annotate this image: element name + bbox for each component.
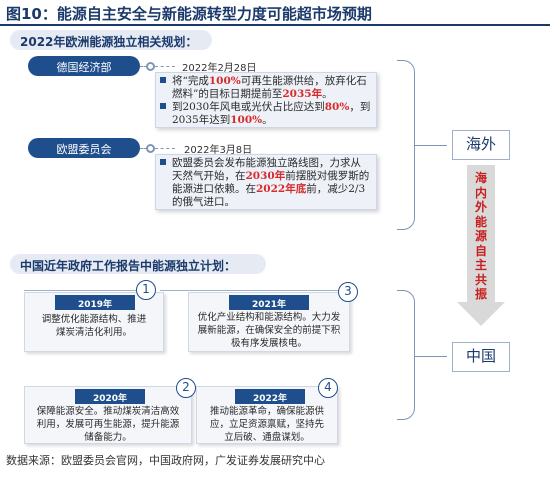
year-label: 2019年 — [55, 295, 135, 310]
section-header-china: 中国近年政府工作报告中能源独立计划： — [10, 254, 266, 274]
step-number-4: 4 — [318, 378, 338, 398]
date-label: 2022年3月8日 — [184, 145, 253, 156]
bracket-tick — [415, 145, 447, 146]
plan-line: 燃料”的目标日期提前至2035年。 — [172, 88, 333, 100]
step-number-2: 2 — [176, 378, 196, 398]
arrow-text: 海内外能源自主共振 — [474, 171, 487, 301]
plan-line: 天然气开始，在2030年前摆脱对俄罗斯的 — [172, 170, 370, 182]
bracket-china — [397, 290, 415, 420]
bullet-marker — [160, 159, 166, 165]
connector-line — [140, 148, 150, 149]
section-header-europe: 2022年欧洲能源独立相关规划： — [10, 30, 212, 50]
bracket-tick — [415, 356, 447, 357]
year-label: 2022年 — [235, 389, 305, 404]
year-label: 2021年 — [229, 295, 309, 310]
plan-line: 欧盟委员会发布能源独立路线图，力求从 — [172, 157, 361, 169]
tag-overseas: 海外 — [452, 130, 510, 160]
bracket-overseas — [397, 60, 415, 230]
connector-line — [155, 66, 175, 67]
plan-card-2022: 2022年 推动能源革命，确保能源供应，立足资源禀赋，坚持先立后破、通盘谋划。 — [196, 386, 338, 444]
timeline-node — [146, 144, 155, 153]
step-number-3: 3 — [338, 282, 358, 302]
plan-box-germany: 将“完成100%可再生能源供给，放弃化石 燃料”的目标日期提前至2035年。 到… — [155, 72, 377, 128]
plan-line: 将“完成100%可再生能源供给，放弃化石 — [172, 75, 367, 87]
bullet-marker — [160, 77, 166, 83]
org-label-eu-commission: 欧盟委员会 — [28, 138, 140, 158]
timeline-line — [160, 290, 340, 291]
year-label: 2020年 — [75, 389, 145, 404]
bullet-marker — [160, 103, 166, 109]
plan-line: 到2030年风电或光伏占比应达到80%，到 — [172, 101, 371, 113]
title-rule — [0, 24, 550, 26]
plan-line: 能源进口依赖。在2022年底前，减少2/3 — [172, 183, 366, 195]
plan-line: 2035年达到100%。 — [172, 114, 273, 126]
plan-card-2020: 2020年 保障能源安全。推动煤炭清洁高效利用，发展可再生能源，提升能源储备能力… — [24, 386, 192, 444]
tag-china: 中国 — [452, 342, 510, 372]
figure-title: 图10：能源自主安全与新能源转型力度可能超市场预期 — [6, 5, 372, 23]
arrow-head — [457, 302, 505, 326]
timeline-node — [146, 62, 155, 71]
card-text: 推动能源革命，确保能源供应，立足资源禀赋，坚持先立后破、通盘谋划。 — [209, 406, 324, 443]
date-label: 2022年2月28日 — [182, 63, 257, 74]
connector-line — [140, 66, 150, 67]
connector-line — [155, 148, 175, 149]
card-text: 优化产业结构和能源结构。大力发展新能源，在确保安全的前提下积极有序发展核电。 — [197, 312, 341, 349]
plan-line: 的俄气进口。 — [172, 196, 235, 208]
plan-card-2021: 2021年 优化产业结构和能源结构。大力发展新能源，在确保安全的前提下积极有序发… — [188, 292, 350, 352]
plan-card-2019: 2019年 调整优化能源结构、推进煤炭清洁化利用。 — [24, 292, 164, 352]
step-number-1: 1 — [136, 280, 156, 300]
plan-box-eu: 欧盟委员会发布能源独立路线图，力求从 天然气开始，在2030年前摆脱对俄罗斯的 … — [155, 154, 377, 210]
card-text: 调整优化能源结构、推进煤炭清洁化利用。 — [41, 314, 147, 338]
org-label-germany: 德国经济部 — [28, 56, 140, 76]
card-text: 保障能源安全。推动煤炭清洁高效利用，发展可再生能源，提升能源储备能力。 — [36, 406, 180, 443]
timeline-line — [24, 290, 146, 291]
source-note: 数据来源：欧盟委员会官网，中国政府网，广发证券发展研究中心 — [6, 454, 325, 467]
arrow-shaft — [467, 165, 495, 305]
